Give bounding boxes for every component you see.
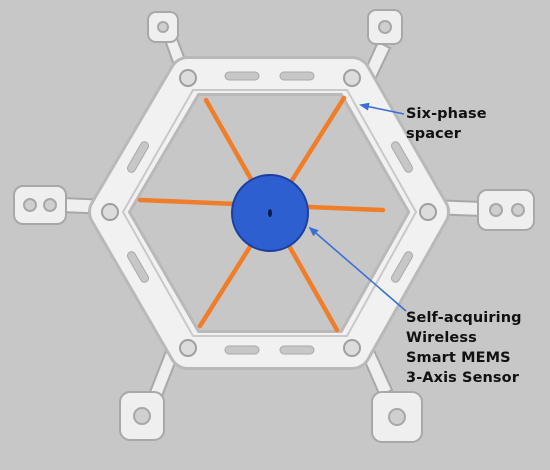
sensor-label-line-2: Wireless	[406, 330, 477, 346]
mems-sensor	[231, 174, 309, 252]
sensor-arrow	[308, 226, 407, 312]
clamp-arms	[13, 9, 535, 443]
frame-bolts	[101, 69, 437, 357]
sensor-label-line-1: Self-acquiring	[406, 310, 522, 326]
spacer-arrow	[359, 102, 405, 115]
spacer-label-line-1: Six-phase	[406, 106, 487, 122]
hexagon-frame	[88, 56, 450, 370]
spacer-label-line-2: spacer	[406, 126, 461, 142]
sensor-label-line-4: 3-Axis Sensor	[406, 370, 519, 386]
clamp-arm-right	[429, 189, 535, 231]
spacer-label: Six-phase spacer	[406, 104, 487, 144]
sensor-label-line-3: Smart MEMS	[406, 350, 511, 366]
frame-slots	[127, 71, 413, 355]
annotation-arrows	[308, 102, 407, 312]
sensor-label: Self-acquiring Wireless Smart MEMS 3-Axi…	[406, 308, 522, 388]
